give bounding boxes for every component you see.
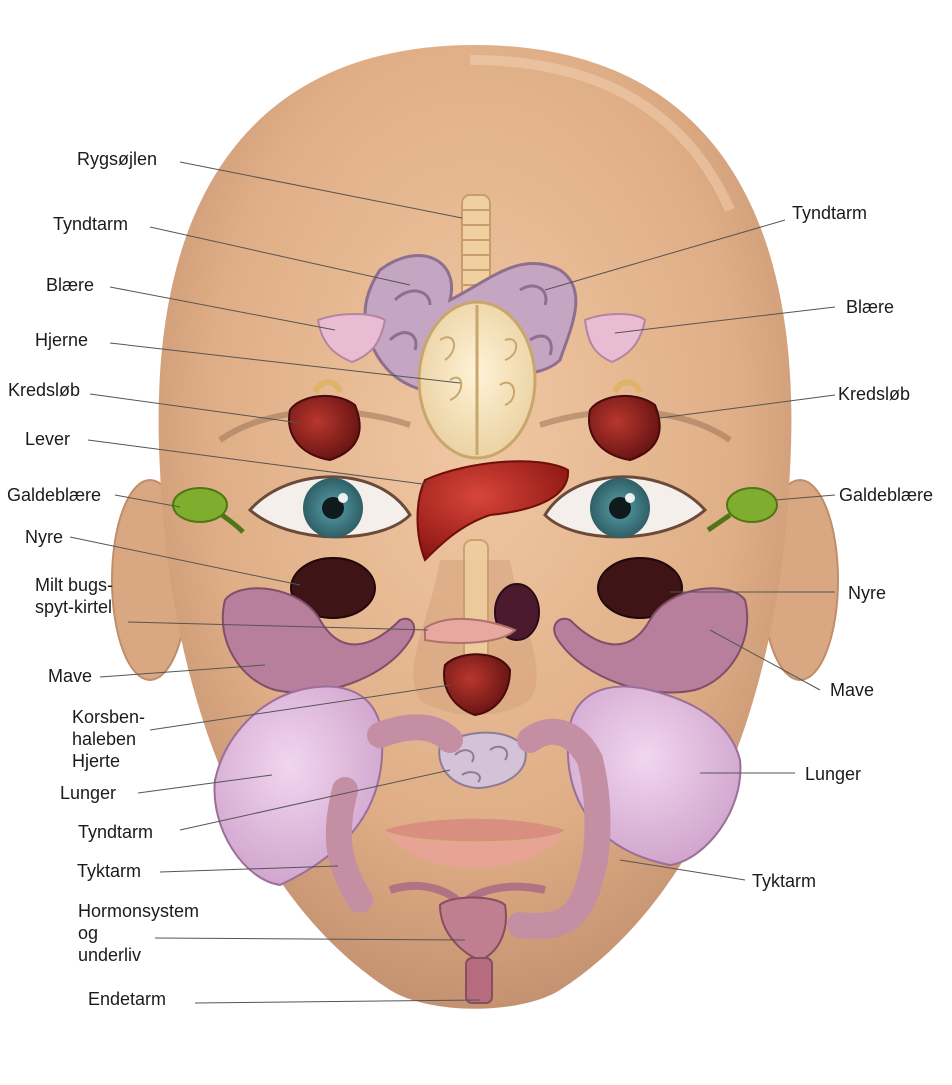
label-tyndtarm-top: Tyndtarm [53, 214, 129, 234]
label-tyndtarm-right: Tyndtarm [792, 203, 868, 223]
heart-right [588, 379, 661, 462]
label-tyktarm-left: Tyktarm [77, 861, 142, 881]
label-galdeblaere-right: Galdeblære [839, 485, 934, 505]
label-hormon-line-1: Hormonsystem [78, 901, 200, 921]
label-endetarm: Endetarm [88, 989, 167, 1009]
left-eye [247, 475, 412, 539]
label-korsben-haleben-hjerte: Korsben- haleben Hjerte [72, 706, 145, 772]
label-lunger-right: Lunger [805, 764, 862, 784]
stomach-left [221, 587, 416, 694]
gallbladder-right-duct [706, 512, 732, 533]
heart-center [443, 653, 512, 717]
lung-right [566, 685, 742, 867]
brain-organ [417, 300, 537, 460]
kidney-left [290, 557, 376, 619]
heart-left [288, 379, 361, 462]
label-rygsojlen: Rygsøjlen [77, 149, 158, 169]
label-lever: Lever [25, 429, 71, 449]
label-hormon-line-2: og [78, 923, 99, 943]
label-nyre-left: Nyre [25, 527, 64, 547]
label-milt-line-2: spyt-kirtel [35, 597, 113, 617]
label-korsben-line-2: haleben [72, 729, 137, 749]
right-eye [543, 475, 708, 539]
label-mave-right: Mave [830, 680, 875, 700]
gallbladder-right [726, 487, 778, 523]
bladder-left [316, 313, 387, 364]
label-tyktarm-right: Tyktarm [752, 871, 817, 891]
label-blaere-left: Blære [46, 275, 95, 295]
label-korsben-line-1: Korsben- [72, 707, 146, 727]
label-kredslob-right: Kredsløb [838, 384, 911, 404]
label-hormon-line-3: underliv [78, 945, 142, 965]
label-galdeblaere-left: Galdeblære [7, 485, 102, 505]
bladder-right [583, 313, 647, 364]
label-hormonsystem-underliv: Hormonsystem og underliv [78, 900, 199, 966]
uterus-organ [388, 881, 546, 1004]
label-milt-bugspytkirtel: Milt bugs- spyt-kirtel [35, 574, 113, 618]
liver-organ [416, 460, 570, 562]
gallbladder-left [172, 487, 228, 523]
label-tyndtarm-low: Tyndtarm [78, 822, 154, 842]
kidney-right [597, 557, 683, 619]
stomach-right [553, 587, 749, 694]
label-kredslob-left: Kredsløb [8, 380, 81, 400]
leader-lines [69, 161, 836, 1004]
label-nyre-right: Nyre [848, 583, 887, 603]
label-hjerne: Hjerne [35, 330, 89, 350]
gallbladder-left-duct [220, 512, 245, 534]
label-blaere-right: Blære [846, 297, 895, 317]
label-korsben-line-3: Hjerte [72, 751, 121, 771]
lips [385, 818, 565, 868]
label-milt-line-1: Milt bugs- [35, 575, 114, 595]
pancreas-organ [424, 617, 517, 644]
label-mave-left: Mave [48, 666, 93, 686]
colon-organ [325, 714, 611, 940]
label-lunger-left: Lunger [60, 783, 117, 803]
